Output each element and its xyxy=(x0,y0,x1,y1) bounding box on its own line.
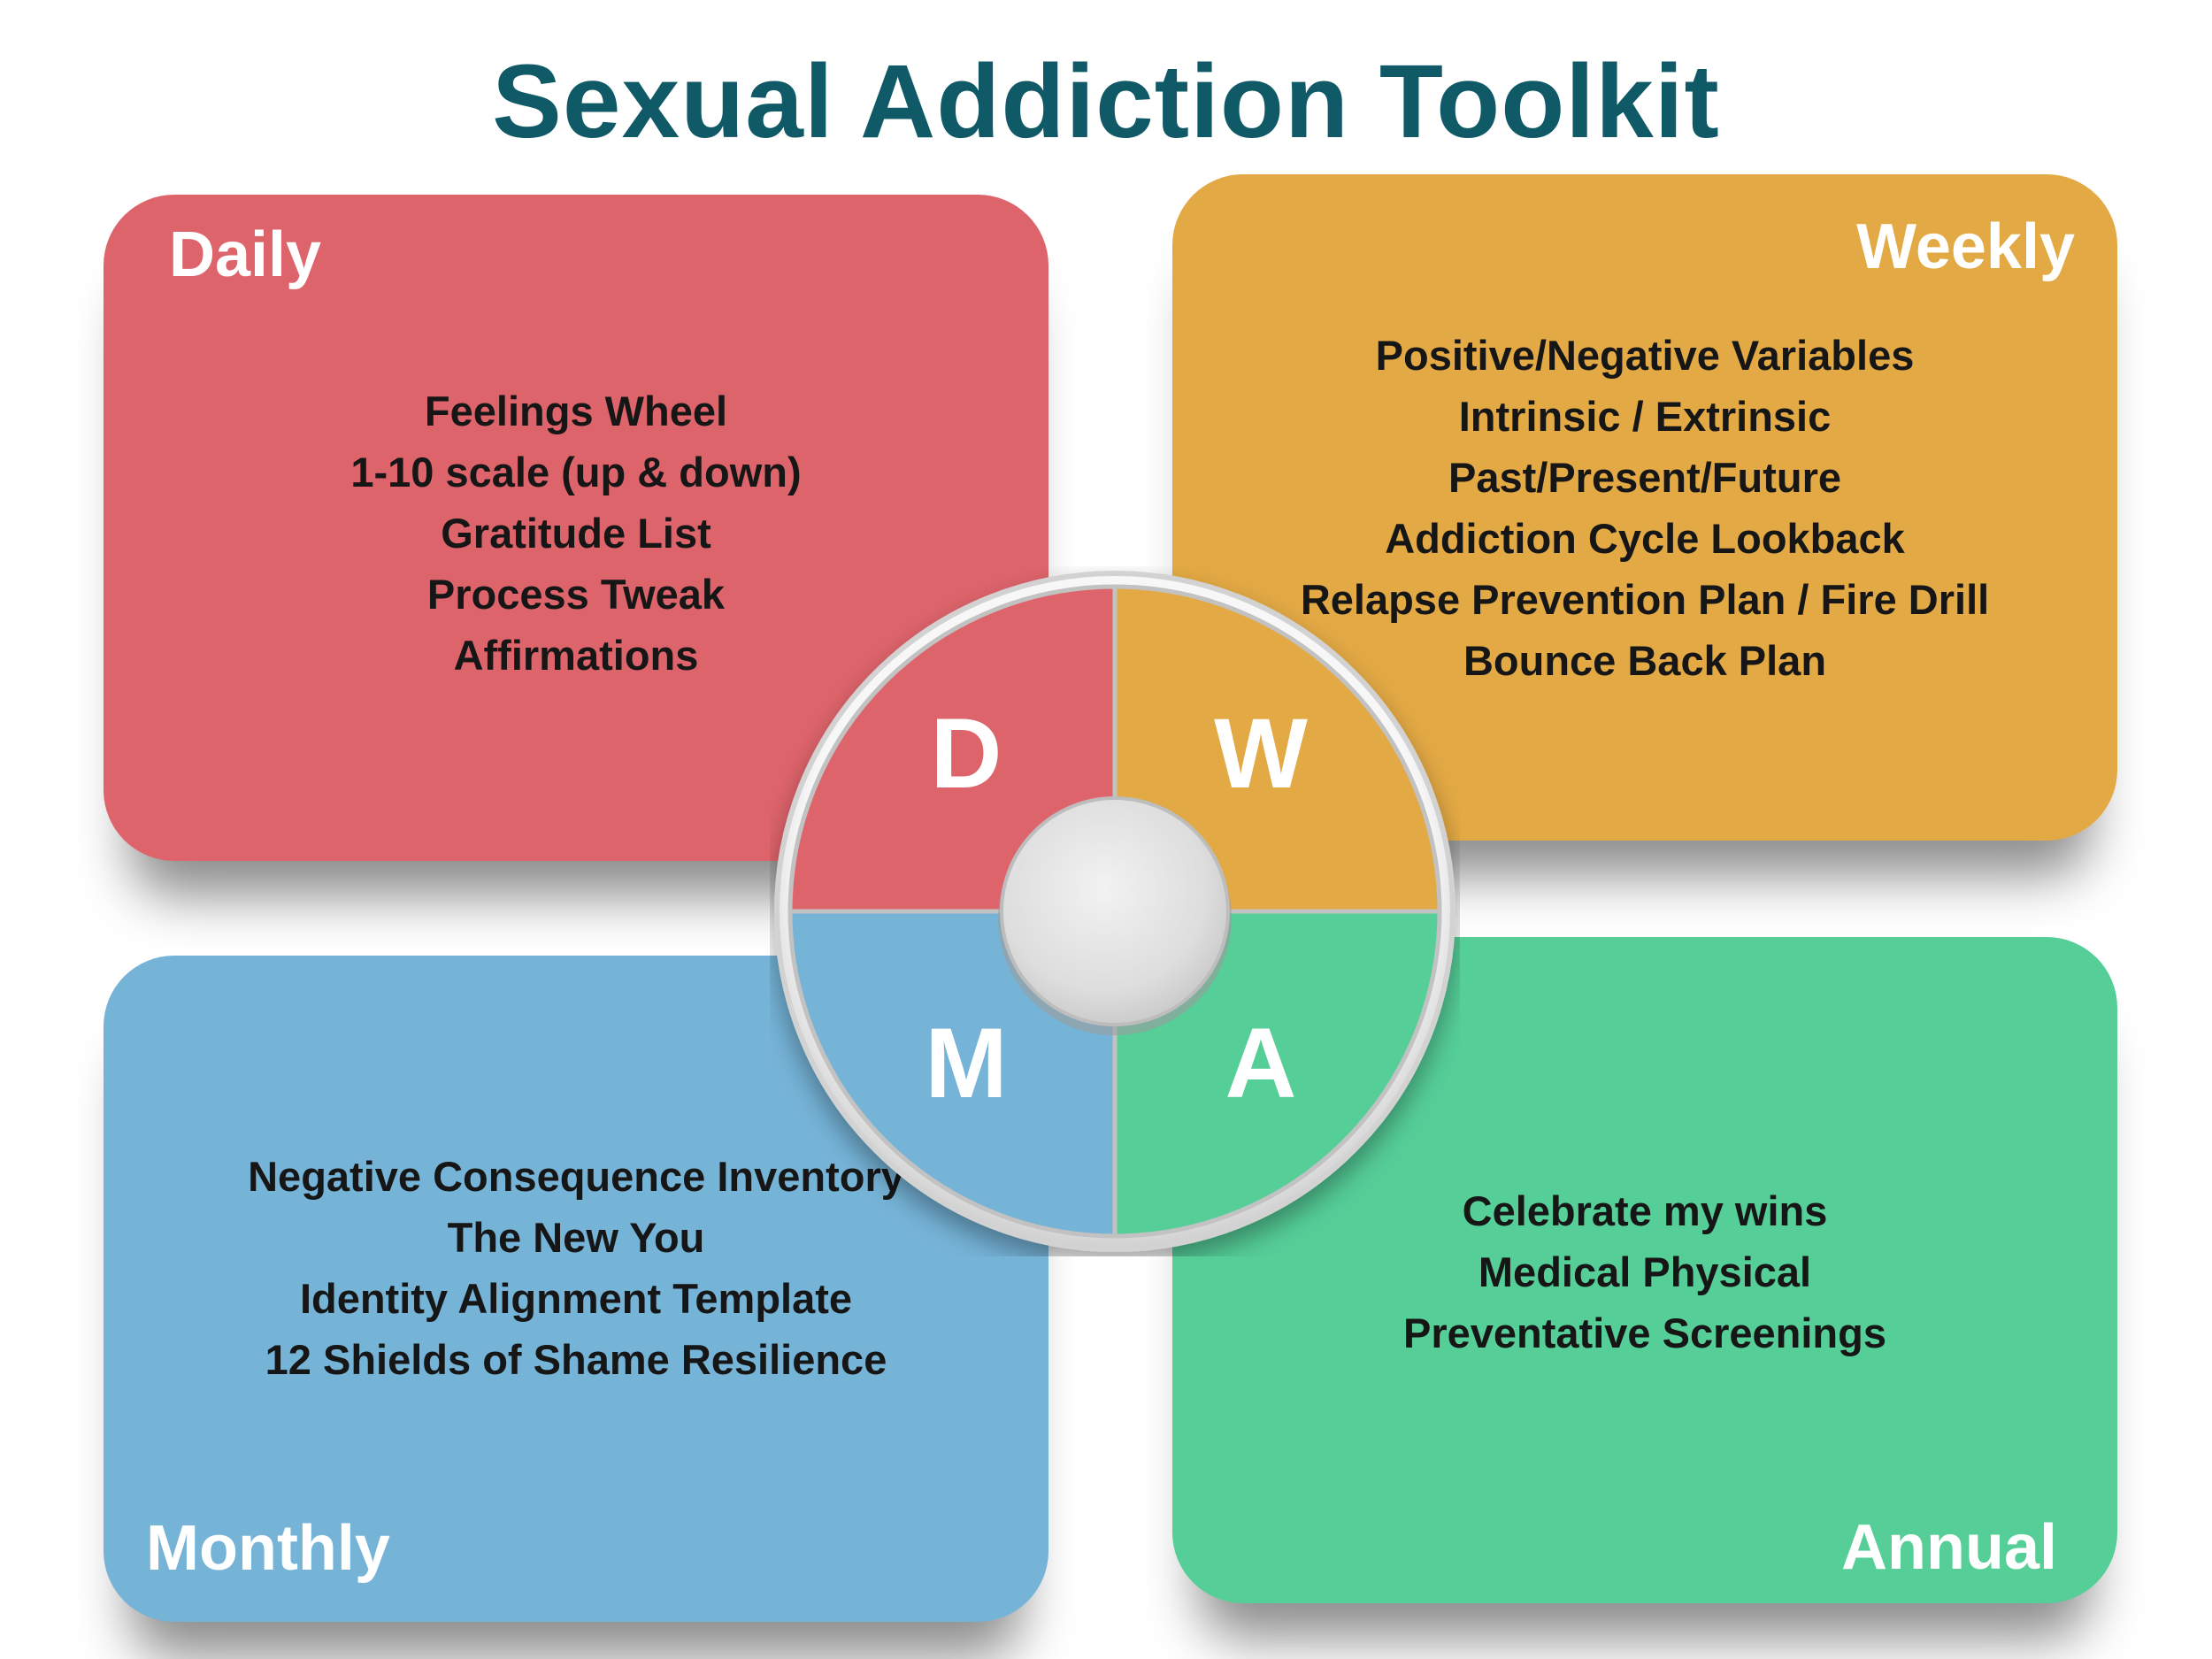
list-item: Intrinsic / Extrinsic xyxy=(1458,393,1832,440)
list-item: Identity Alignment Template xyxy=(299,1275,853,1322)
wheel-letter-annual: A xyxy=(1225,1008,1297,1118)
list-item: Past/Present/Future xyxy=(1448,454,1842,501)
wheel-hub xyxy=(1000,796,1230,1026)
dwma-wheel-graphic: D W M A xyxy=(774,571,1455,1252)
list-item: Preventative Screenings xyxy=(1403,1310,1886,1356)
list-item: Addiction Cycle Lookback xyxy=(1385,515,1905,562)
annual-card-title: Annual xyxy=(1841,1512,2057,1583)
list-item: Affirmations xyxy=(453,632,699,679)
dwma-wheel: D W M A xyxy=(770,566,1460,1256)
weekly-card-title: Weekly xyxy=(1856,211,2075,282)
monthly-card: Monthly Negative Consequence Inventory T… xyxy=(104,956,1048,1622)
list-item: Bounce Back Plan xyxy=(1463,637,1827,684)
daily-item-list: Feelings Wheel 1-10 scale (up & down) Gr… xyxy=(104,380,1048,686)
list-item: 12 Shields of Shame Resilience xyxy=(265,1336,887,1383)
list-item: 1-10 scale (up & down) xyxy=(350,449,802,495)
weekly-item-list: Positive/Negative Variables Intrinsic / … xyxy=(1172,325,2117,691)
list-item: Medical Physical xyxy=(1478,1248,1812,1295)
annual-item-list: Celebrate my wins Medical Physical Preve… xyxy=(1172,1180,2117,1363)
monthly-card-title: Monthly xyxy=(146,1513,390,1584)
list-item: Celebrate my wins xyxy=(1462,1187,1828,1234)
wheel-letter-daily: D xyxy=(931,698,1002,809)
list-item: Positive/Negative Variables xyxy=(1375,332,1915,379)
wheel-letter-weekly: W xyxy=(1214,698,1308,809)
daily-card: Daily Feelings Wheel 1-10 scale (up & do… xyxy=(104,195,1048,861)
wheel-letter-monthly: M xyxy=(925,1008,1007,1118)
list-item: Relapse Prevention Plan / Fire Drill xyxy=(1300,576,1990,623)
list-item: Feelings Wheel xyxy=(424,388,728,434)
page-title: Sexual Addiction Toolkit xyxy=(492,43,1720,160)
list-item: The New You xyxy=(447,1214,705,1261)
monthly-item-list: Negative Consequence Inventory The New Y… xyxy=(104,1146,1048,1390)
list-item: Process Tweak xyxy=(426,571,726,618)
daily-card-title: Daily xyxy=(169,219,322,290)
list-item: Gratitude List xyxy=(441,510,711,557)
list-item: Negative Consequence Inventory xyxy=(248,1153,904,1200)
